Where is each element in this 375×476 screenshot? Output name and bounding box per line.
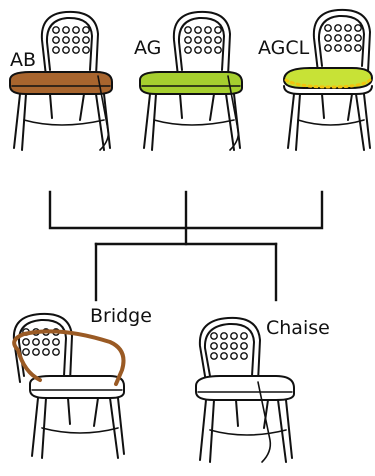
chair-agcl-seat	[283, 67, 373, 89]
chair-ab-back	[40, 10, 99, 77]
connector-tree	[48, 190, 324, 302]
chair-ag	[139, 10, 243, 151]
chair-bridge-back	[12, 312, 73, 383]
label-agcl: AGCL	[258, 37, 310, 59]
label-bridge: Bridge	[90, 305, 152, 327]
chair-ag-seat	[139, 71, 243, 95]
chair-chaise	[195, 316, 295, 463]
chair-agcl-seat-piping	[284, 78, 372, 89]
chair-ab	[9, 10, 113, 151]
chair-bridge	[12, 312, 126, 459]
chair-bridge-arm	[12, 329, 126, 386]
label-ab: AB	[10, 49, 36, 71]
chair-chaise-back	[198, 316, 261, 383]
chair-agcl-back	[312, 8, 371, 73]
chair-bridge-seat	[29, 375, 125, 399]
label-ag: AG	[134, 37, 161, 59]
chair-ag-back	[172, 10, 231, 77]
chair-ab-seat	[9, 71, 113, 95]
label-chaise: Chaise	[266, 317, 330, 339]
chair-chaise-seat	[195, 375, 295, 401]
chair-agcl	[283, 8, 373, 151]
